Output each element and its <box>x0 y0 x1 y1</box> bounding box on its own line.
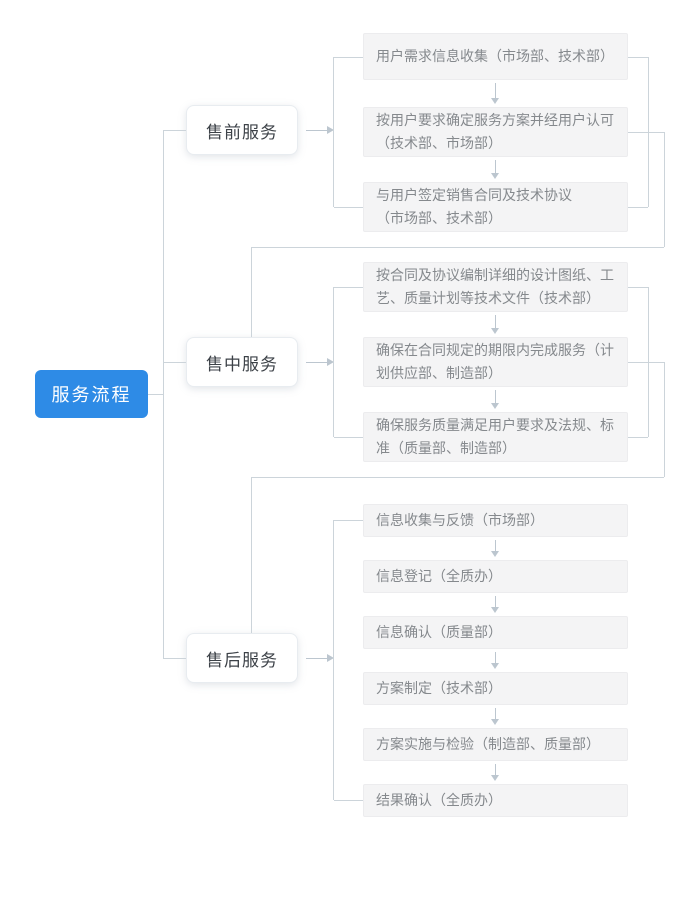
arrow-head <box>491 775 499 781</box>
arrow-shaft <box>495 764 496 776</box>
down-arrow-icon <box>491 160 500 179</box>
down-arrow-icon <box>491 708 500 725</box>
down-arrow-icon <box>491 652 500 669</box>
connector-line <box>664 362 665 477</box>
connector-line <box>334 287 363 288</box>
arrow-shaft <box>495 83 496 99</box>
step-node: 确保在合同规定的期限内完成服务（计 划供应部、制造部） <box>363 337 628 387</box>
step-node: 信息确认（质量部） <box>363 616 628 649</box>
connector-line <box>628 132 664 133</box>
root-node-service-process: 服务流程 <box>35 370 148 418</box>
right-arrow-icon <box>306 654 334 663</box>
stage-node-label: 售中服务 <box>206 354 278 374</box>
step-node: 方案实施与检验（制造部、质量部） <box>363 728 628 761</box>
connector-line <box>163 658 186 659</box>
arrow-head <box>491 607 499 613</box>
arrow-head <box>491 328 499 334</box>
arrow-shaft <box>495 708 496 720</box>
connector-line <box>334 437 363 438</box>
right-arrow-icon <box>306 126 334 135</box>
arrow-head <box>491 663 499 669</box>
connector-line <box>334 207 363 208</box>
arrow-shaft <box>495 596 496 608</box>
connector-line <box>334 800 363 801</box>
arrow-head <box>491 551 499 557</box>
arrow-shaft <box>495 540 496 552</box>
down-arrow-icon <box>491 764 500 781</box>
arrow-head <box>491 98 499 104</box>
connector-line <box>664 132 665 247</box>
connector-line <box>334 520 363 521</box>
arrow-shaft <box>495 315 496 329</box>
connector-bracket <box>333 57 334 207</box>
step-node: 与用户签定销售合同及技术协议 （市场部、技术部） <box>363 182 628 232</box>
stage-node-label: 售前服务 <box>206 122 278 142</box>
down-arrow-icon <box>491 315 500 334</box>
arrow-shaft <box>306 362 328 363</box>
connector-line <box>628 57 648 58</box>
connector-line <box>334 57 363 58</box>
arrow-shaft <box>306 130 328 131</box>
stage-node-aftersale: 售后服务 <box>186 633 298 683</box>
connector-line <box>628 362 664 363</box>
connector-line <box>163 130 186 131</box>
connector-bracket <box>333 287 334 437</box>
down-arrow-icon <box>491 596 500 613</box>
connector-bracket <box>333 520 334 800</box>
step-node: 结果确认（全质办） <box>363 784 628 817</box>
arrow-shaft <box>306 658 328 659</box>
connector-line <box>628 207 648 208</box>
arrow-head <box>491 173 499 179</box>
connector-line <box>251 247 252 337</box>
connector-line <box>251 247 664 248</box>
down-arrow-icon <box>491 540 500 557</box>
connector-line <box>628 287 648 288</box>
stage-node-presale: 售前服务 <box>186 105 298 155</box>
connector-line <box>163 362 186 363</box>
arrow-head <box>327 654 334 662</box>
connector-spine <box>163 130 164 658</box>
stage-node-midsale: 售中服务 <box>186 337 298 387</box>
connector-line <box>148 394 163 395</box>
root-node-label: 服务流程 <box>51 385 132 405</box>
connector-line <box>628 437 648 438</box>
step-node: 确保服务质量满足用户要求及法规、标 准（质量部、制造部） <box>363 412 628 462</box>
down-arrow-icon <box>491 390 500 409</box>
step-node: 方案制定（技术部） <box>363 672 628 705</box>
arrow-head <box>327 358 334 366</box>
connector-line <box>251 477 664 478</box>
arrow-head <box>491 403 499 409</box>
step-node: 信息登记（全质办） <box>363 560 628 593</box>
step-node: 用户需求信息收集（市场部、技术部） <box>363 33 628 80</box>
arrow-shaft <box>495 160 496 174</box>
right-arrow-icon <box>306 358 334 367</box>
step-node: 按用户要求确定服务方案并经用户认可 （技术部、市场部） <box>363 107 628 157</box>
arrow-shaft <box>495 390 496 404</box>
step-node: 信息收集与反馈（市场部） <box>363 504 628 537</box>
arrow-head <box>491 719 499 725</box>
down-arrow-icon <box>491 83 500 104</box>
step-node: 按合同及协议编制详细的设计图纸、工 艺、质量计划等技术文件（技术部） <box>363 262 628 312</box>
stage-node-label: 售后服务 <box>206 650 278 670</box>
arrow-shaft <box>495 652 496 664</box>
arrow-head <box>327 126 334 134</box>
connector-line <box>251 477 252 633</box>
